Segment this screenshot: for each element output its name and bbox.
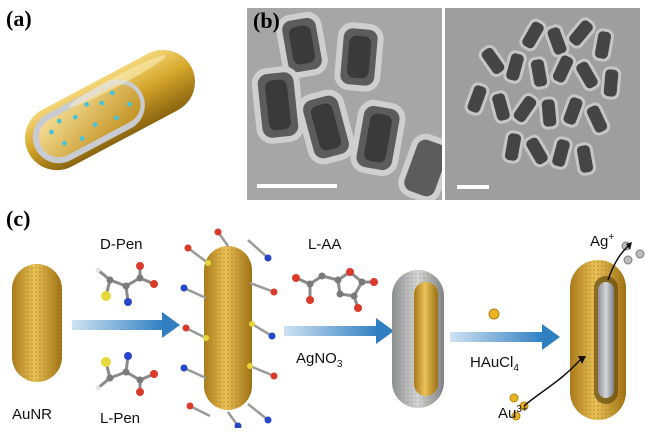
d-pen-molecule	[88, 258, 168, 318]
incoming-ion-arrow	[520, 352, 590, 412]
ag-superscript: +	[608, 232, 615, 243]
haucl4-subscript: 4	[513, 363, 519, 374]
gold-atom	[488, 308, 500, 320]
core-shell-nanorod-illustration	[0, 30, 220, 190]
reaction-arrow-1	[72, 310, 182, 340]
label-l-aa: L-AA	[308, 236, 342, 253]
au-superscript: 3+	[516, 404, 528, 415]
tem-image-low-magnification	[445, 8, 640, 200]
agno3-subscript: 3	[336, 359, 343, 370]
agno3-base: AgNO	[296, 350, 337, 367]
label-aunr: AuNR	[12, 406, 53, 423]
panel-label-c: (c)	[6, 206, 31, 231]
scale-bar-right	[457, 185, 489, 189]
tem-image-high-magnification	[247, 8, 442, 200]
label-l-pen: L-Pen	[100, 410, 141, 427]
gold-nanorod	[10, 262, 64, 384]
label-haucl4: HAuCl4	[470, 354, 519, 374]
ag-base: Ag	[590, 233, 609, 250]
label-au3-plus: Au3+	[498, 404, 528, 422]
galvanic-replaced-nanorod	[560, 240, 640, 430]
ligand-coated-nanorod	[178, 228, 278, 428]
scale-bar-left	[257, 184, 337, 188]
reaction-arrow-3	[450, 322, 562, 352]
core-shell-au-ag-nanorod	[390, 268, 446, 410]
label-d-pen: D-Pen	[100, 236, 143, 253]
l-pen-molecule	[88, 340, 168, 400]
ascorbic-acid-molecule	[288, 258, 378, 314]
reaction-arrow-2	[284, 316, 396, 346]
panel-label-b: (b)	[253, 8, 280, 33]
panel-label-a: (a)	[6, 6, 32, 31]
label-ag-plus: Ag+	[590, 232, 614, 250]
label-agno3: AgNO3	[296, 350, 342, 370]
haucl4-base: HAuCl	[470, 354, 514, 371]
au-base: Au	[498, 405, 517, 422]
